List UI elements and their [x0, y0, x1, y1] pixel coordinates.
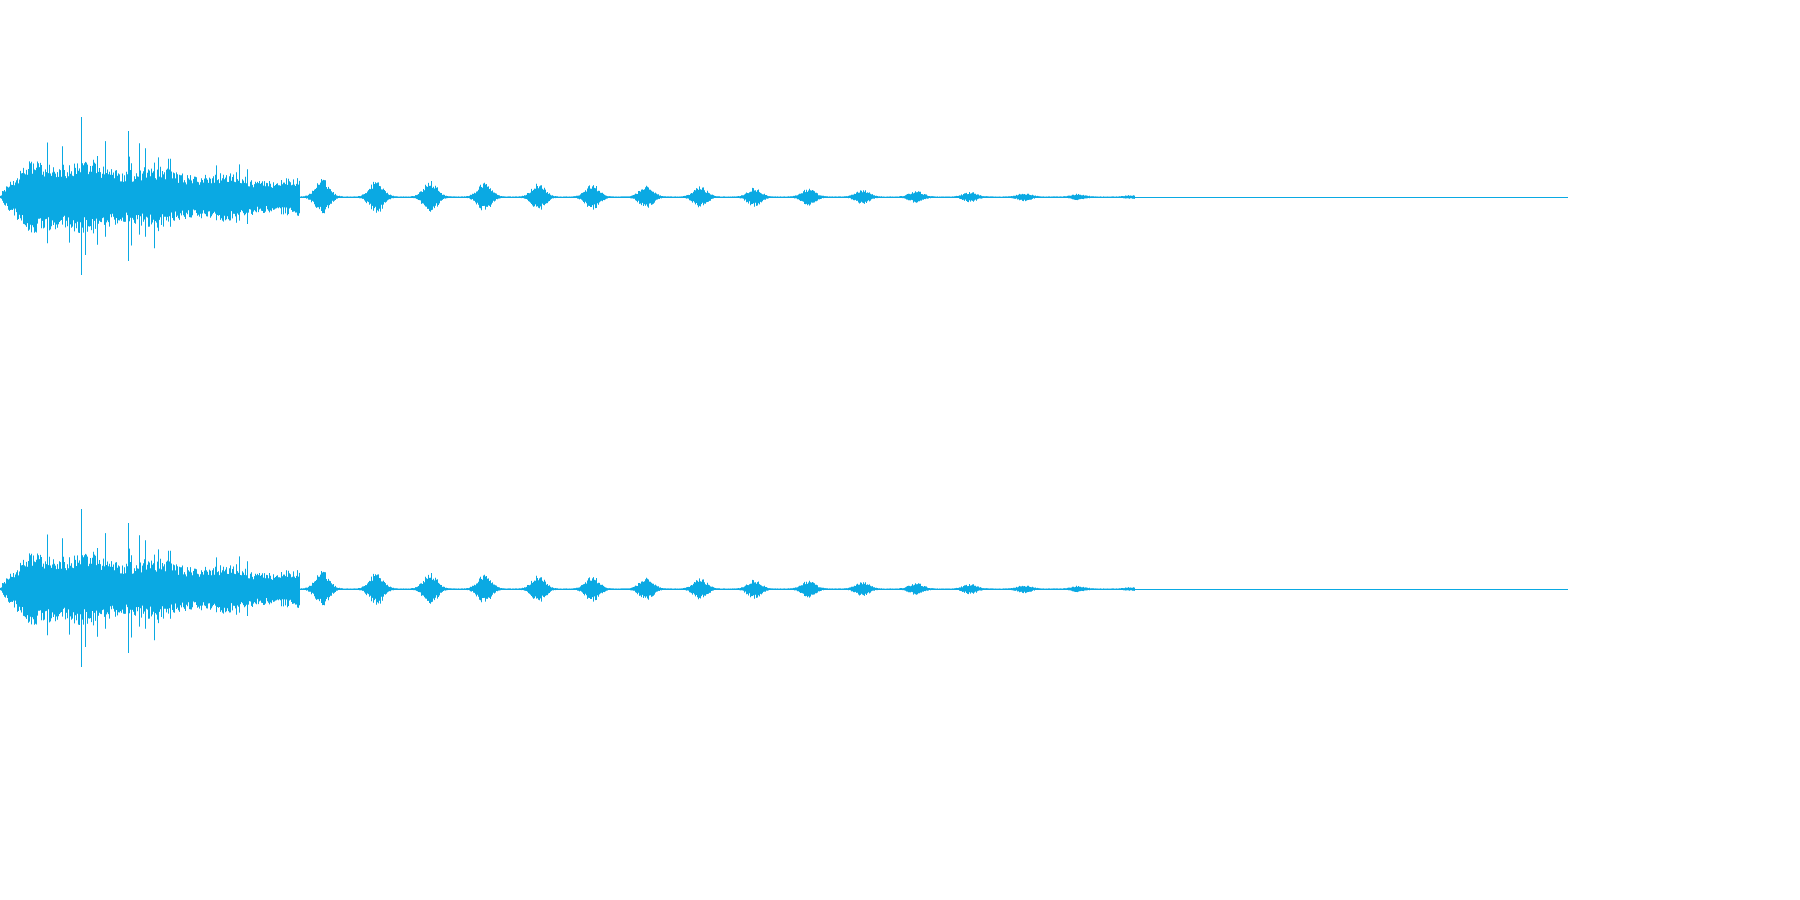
waveform-samples [0, 117, 1135, 275]
waveform-channel-right [0, 509, 1568, 667]
waveform-channel-left [0, 117, 1568, 275]
waveform-samples [0, 509, 1135, 667]
